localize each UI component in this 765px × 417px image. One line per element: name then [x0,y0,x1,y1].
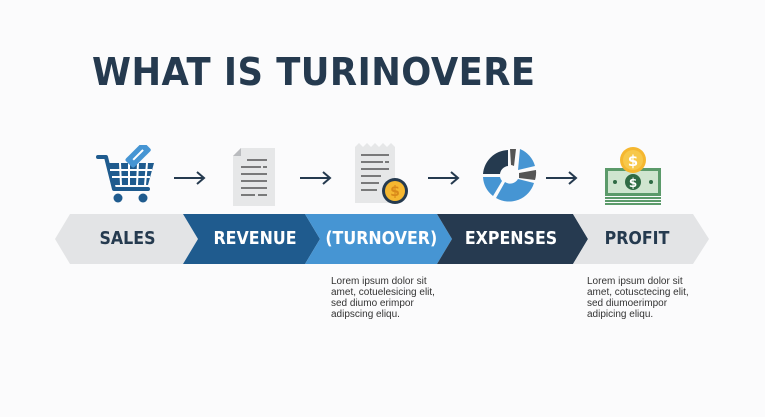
shopping-cart-icon [96,145,154,203]
turnover-description: Lorem ipsum dolor sit amet, cotuelesicin… [331,276,435,320]
document-icon [233,148,275,206]
svg-text:$: $ [390,184,400,200]
flow-label-expenses: EXPENSES [464,228,558,249]
pie-chart-icon [483,149,537,202]
svg-text:$: $ [628,152,638,170]
profit-description: Lorem ipsum dolor sit amet, cotusctecing… [587,276,689,320]
arrow-right-icon [546,171,578,185]
svg-text:$: $ [629,176,637,190]
receipt-coin-icon: $ [355,143,408,204]
arrow-right-icon [428,171,460,185]
flow-label-revenue: REVENUE [213,228,297,249]
money-coin-icon: $ $ [605,147,661,205]
flow-label-sales: SALES [99,228,156,249]
arrow-right-icon [174,171,206,185]
arrow-right-icon [300,171,332,185]
flow-label-turnover: (TURNOVER) [325,228,438,249]
flow-label-profit: PROFIT [604,228,670,249]
page-title: WHAT IS TURINOVERE [92,50,536,94]
